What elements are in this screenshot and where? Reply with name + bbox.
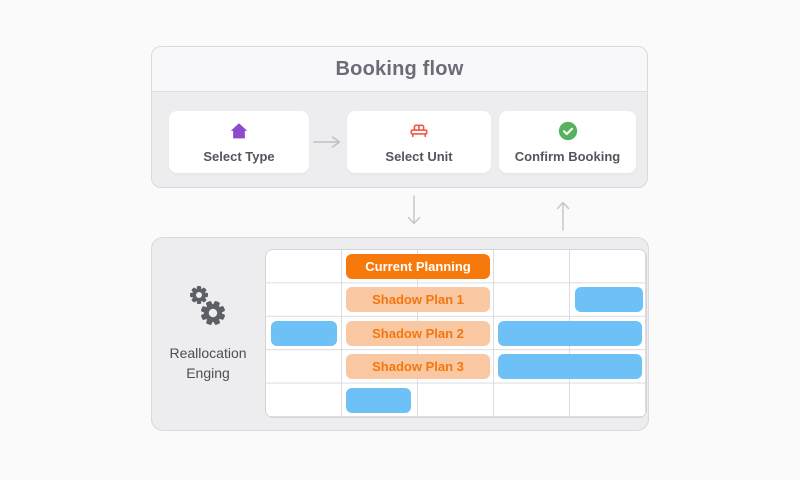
step-select-type: Select Type [169, 111, 309, 173]
reallocation-engine-card: Reallocation Enging Current Planning Sha… [151, 237, 649, 431]
engine-label-line2: Enging [186, 365, 230, 381]
step-select-type-label: Select Type [203, 149, 275, 164]
step-confirm-booking: Confirm Booking [499, 111, 636, 173]
booking-bar [498, 354, 642, 379]
right-arrow-icon [313, 135, 343, 154]
home-icon [227, 120, 251, 142]
booking-bar [575, 287, 643, 312]
booking-bar [346, 388, 411, 413]
booking-flow-title: Booking flow [335, 57, 464, 80]
reallocation-engine-panel: Reallocation Enging [152, 238, 264, 430]
down-arrow-icon [405, 194, 423, 232]
step-confirm-booking-label: Confirm Booking [514, 149, 621, 164]
planning-grid: Current Planning Shadow Plan 1 Shadow Pl… [265, 249, 647, 418]
shadow-plan-3-pill: Shadow Plan 3 [346, 354, 490, 379]
gears-icon [185, 284, 231, 337]
step-select-unit-label: Select Unit [385, 149, 453, 164]
booking-flow-header: Booking flow [152, 47, 647, 92]
booking-bar [498, 321, 642, 346]
bed-icon [407, 120, 431, 142]
step-select-unit: Select Unit [347, 111, 491, 173]
booking-bar [271, 321, 337, 346]
current-planning-pill: Current Planning [346, 254, 490, 279]
booking-flow-body: Select Type Select Unit [152, 92, 647, 187]
shadow-plan-1-pill: Shadow Plan 1 [346, 287, 490, 312]
engine-label-line1: Reallocation [169, 345, 247, 361]
reallocation-engine-label: Reallocation Enging [169, 343, 246, 383]
check-circle-icon [557, 120, 579, 142]
shadow-plan-2-pill: Shadow Plan 2 [346, 321, 490, 346]
booking-flow-card: Booking flow Select Type [151, 46, 648, 188]
up-arrow-icon [554, 194, 572, 232]
